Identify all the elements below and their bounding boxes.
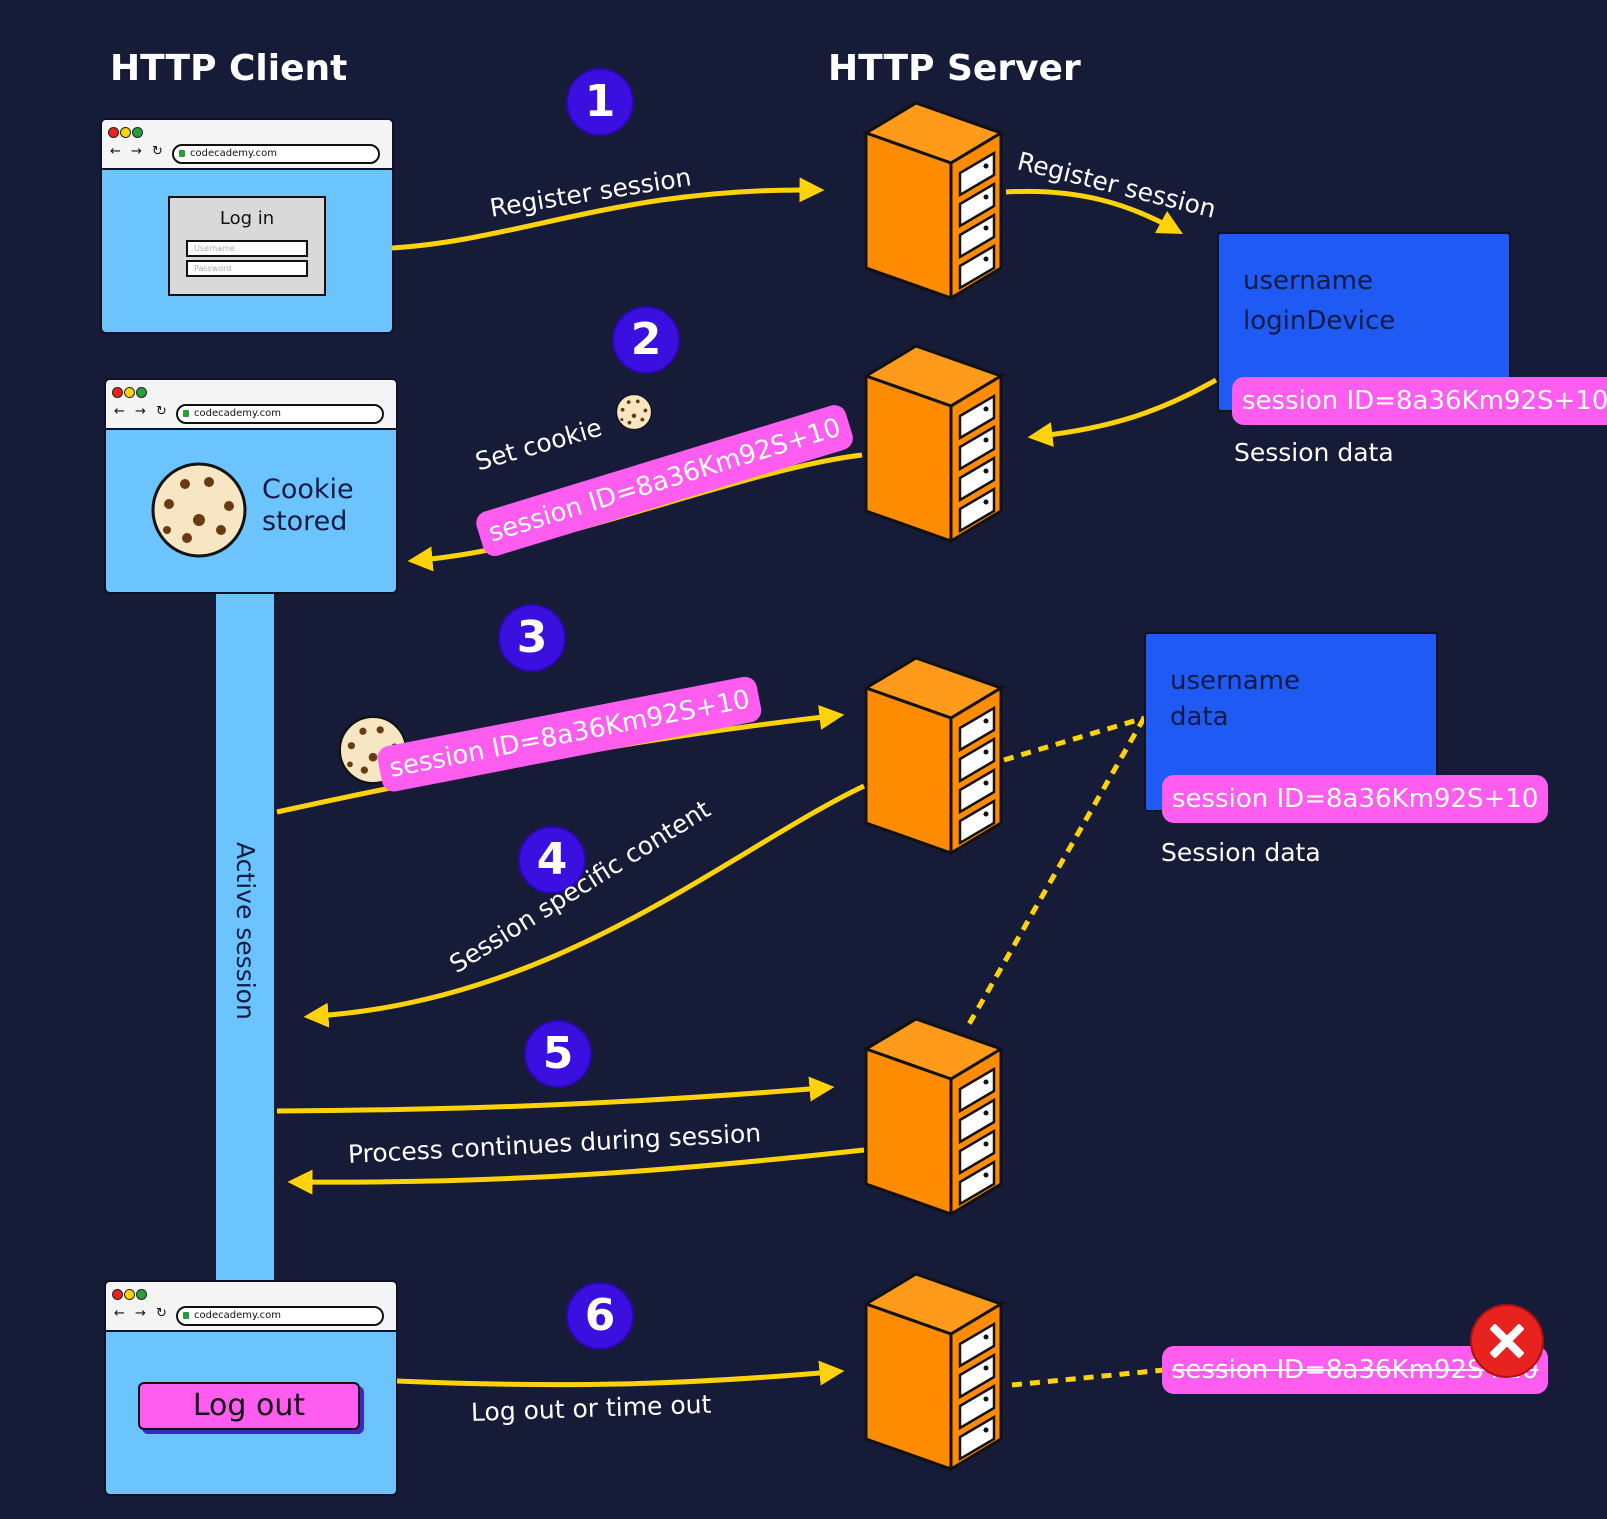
username-field[interactable]: Username	[186, 240, 308, 257]
store-1-caption: Session data	[1234, 438, 1394, 467]
cookie-stored-line1: Cookie	[262, 474, 354, 505]
arrow-register-session-store	[1005, 188, 1183, 235]
dotted-link-server4	[965, 716, 1147, 1028]
store-2-field-username: username	[1170, 666, 1300, 696]
close-dot-icon	[112, 387, 123, 398]
lock-icon	[183, 1312, 189, 1319]
browser-chrome: ← → ↻ codecademy.com	[106, 1282, 396, 1332]
arrow-logout	[396, 1360, 845, 1388]
nav-arrows-icon[interactable]: ← → ↻	[110, 144, 166, 159]
url-bar[interactable]: codecademy.com	[176, 404, 384, 424]
arrow-register-session	[391, 177, 825, 251]
browser-logout: ← → ↻ codecademy.com Log out	[104, 1280, 398, 1496]
small-cookie-icon	[615, 393, 653, 431]
store-2-caption: Session data	[1161, 838, 1321, 867]
url-text: codecademy.com	[194, 1310, 282, 1321]
server-3-icon	[864, 656, 1003, 855]
delete-x-icon	[1470, 1304, 1544, 1378]
logout-button[interactable]: Log out	[138, 1382, 360, 1430]
server-1-icon	[864, 101, 1003, 300]
maximize-dot-icon	[132, 127, 143, 138]
minimize-dot-icon	[120, 127, 131, 138]
url-bar[interactable]: codecademy.com	[176, 1306, 384, 1326]
server-5-icon	[864, 1272, 1003, 1471]
password-field[interactable]: Password	[186, 260, 308, 277]
store-1-field-username: username	[1243, 266, 1373, 296]
arrow-continue-request	[276, 1076, 835, 1114]
step-5-badge: 5	[524, 1020, 592, 1088]
login-form: Log in Username Password	[168, 196, 326, 296]
cookie-stored-label: Cookie stored	[262, 474, 354, 538]
dotted-link-server3	[1003, 715, 1145, 763]
server-title: HTTP Server	[828, 48, 1081, 89]
step-3-badge: 3	[498, 604, 566, 672]
arrow-session-content	[303, 783, 866, 1028]
step-4-badge: 4	[518, 826, 586, 894]
server-2-icon	[864, 344, 1003, 543]
arrow-continue-response	[287, 1147, 865, 1195]
cookie-stored-line2: stored	[262, 506, 348, 537]
minimize-dot-icon	[124, 387, 135, 398]
client-title: HTTP Client	[110, 48, 348, 89]
step-1-badge: 1	[566, 68, 634, 136]
close-dot-icon	[112, 1289, 123, 1300]
store-1-field-logindevice: loginDevice	[1243, 306, 1396, 336]
lock-icon	[183, 410, 189, 417]
store-1-session-id: session ID=8a36Km92S+10	[1232, 377, 1607, 425]
lock-icon	[179, 150, 185, 157]
url-text: codecademy.com	[194, 408, 282, 419]
step-2-badge: 2	[612, 306, 680, 374]
server-4-icon	[864, 1017, 1003, 1216]
maximize-dot-icon	[136, 387, 147, 398]
step-6-badge: 6	[566, 1282, 634, 1350]
url-bar[interactable]: codecademy.com	[172, 144, 380, 164]
nav-arrows-icon[interactable]: ← → ↻	[114, 404, 170, 419]
minimize-dot-icon	[124, 1289, 135, 1300]
store-2-field-data: data	[1170, 702, 1229, 732]
store-2-session-id: session ID=8a36Km92S+10	[1162, 775, 1549, 823]
cookie-stored-icon	[151, 462, 247, 558]
nav-arrows-icon[interactable]: ← → ↻	[114, 1306, 170, 1321]
browser-login: ← → ↻ codecademy.com Log in Username Pas…	[100, 118, 394, 334]
browser-chrome: ← → ↻ codecademy.com	[102, 120, 392, 170]
maximize-dot-icon	[136, 1289, 147, 1300]
dotted-link-logout	[1011, 1367, 1165, 1388]
active-session-bar	[216, 590, 274, 1280]
url-text: codecademy.com	[190, 148, 278, 159]
close-dot-icon	[108, 127, 119, 138]
browser-chrome: ← → ↻ codecademy.com	[106, 380, 396, 430]
login-title: Log in	[219, 208, 275, 229]
arrow-store-to-server	[1027, 377, 1218, 447]
browser-cookie: ← → ↻ codecademy.com Cookie stored	[104, 378, 398, 594]
